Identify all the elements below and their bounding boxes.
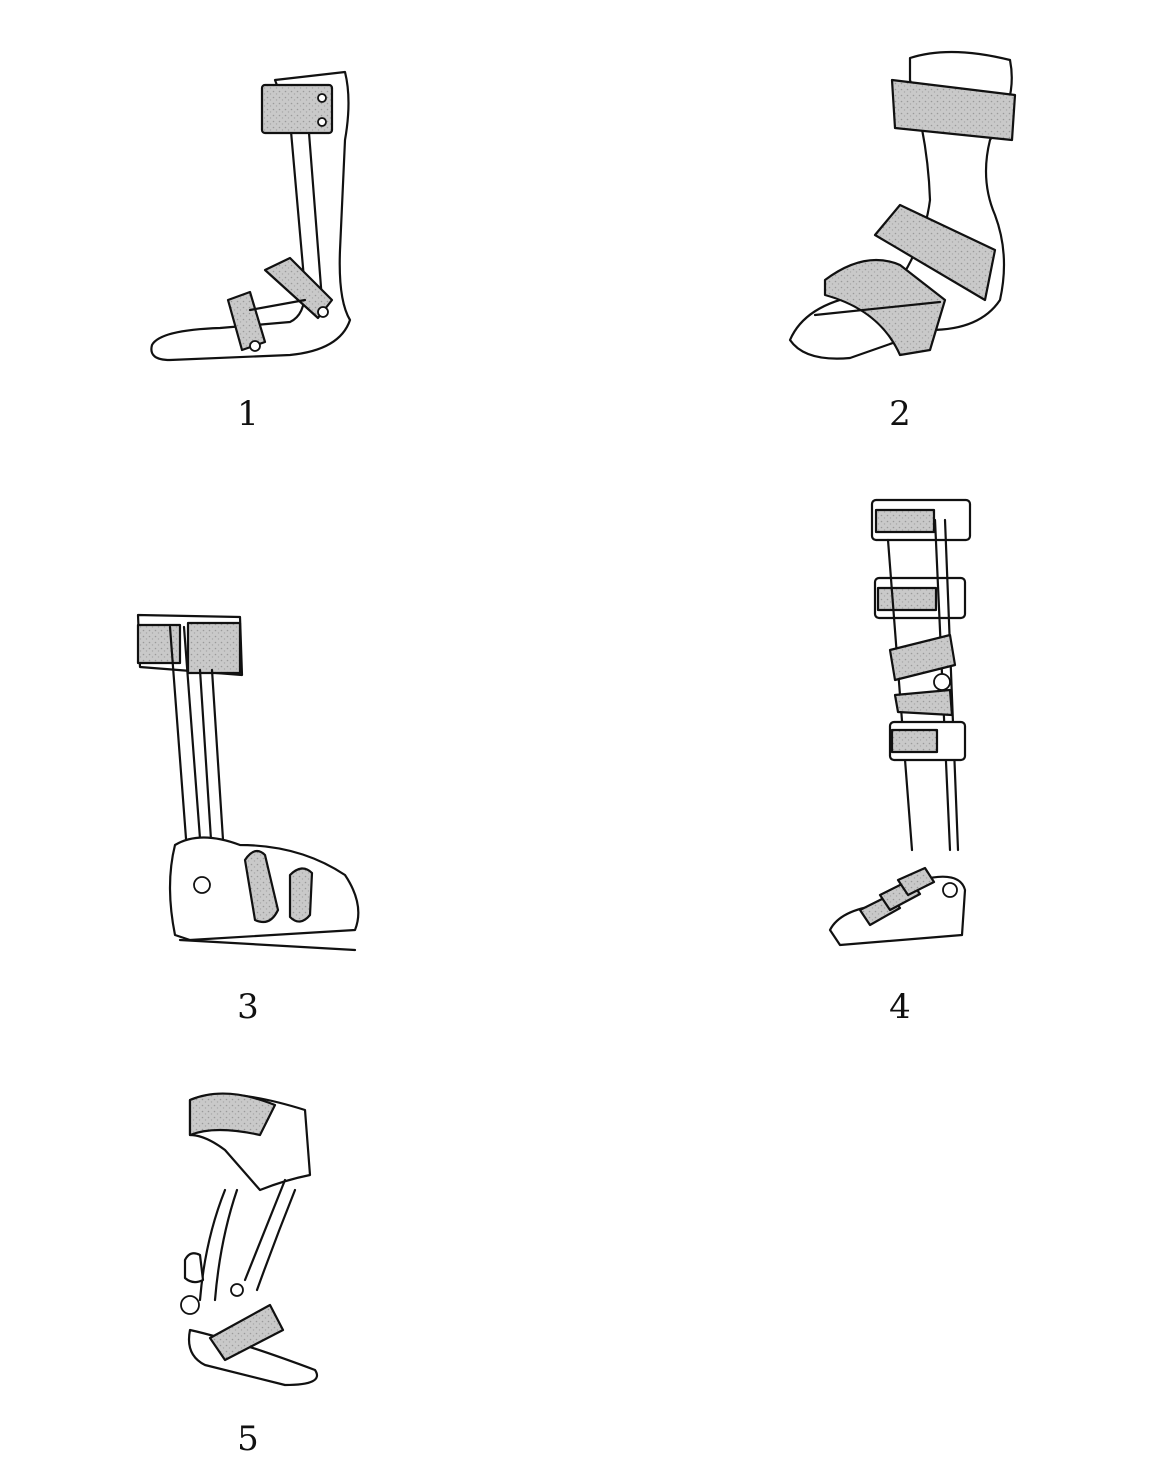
figure-2 bbox=[780, 40, 1030, 370]
hinged-ankle-orthosis-icon bbox=[180, 1092, 318, 1387]
knee-ankle-foot-orthosis-icon bbox=[828, 498, 972, 947]
figure-label: 5 bbox=[237, 1419, 259, 1459]
ankle-foot-orthosis-wrap-icon bbox=[788, 50, 1017, 360]
figure-1 bbox=[140, 60, 380, 380]
figure-label: 4 bbox=[889, 987, 911, 1027]
figure-label: 3 bbox=[237, 987, 259, 1027]
shoe-attached-brace-icon bbox=[136, 613, 360, 952]
ankle-foot-orthosis-strapped-icon bbox=[150, 70, 352, 362]
figure-3 bbox=[130, 605, 370, 965]
figure-label: 1 bbox=[237, 394, 259, 434]
figure-4 bbox=[820, 490, 980, 960]
figure-5 bbox=[165, 1080, 335, 1390]
figure-label: 2 bbox=[889, 394, 911, 434]
